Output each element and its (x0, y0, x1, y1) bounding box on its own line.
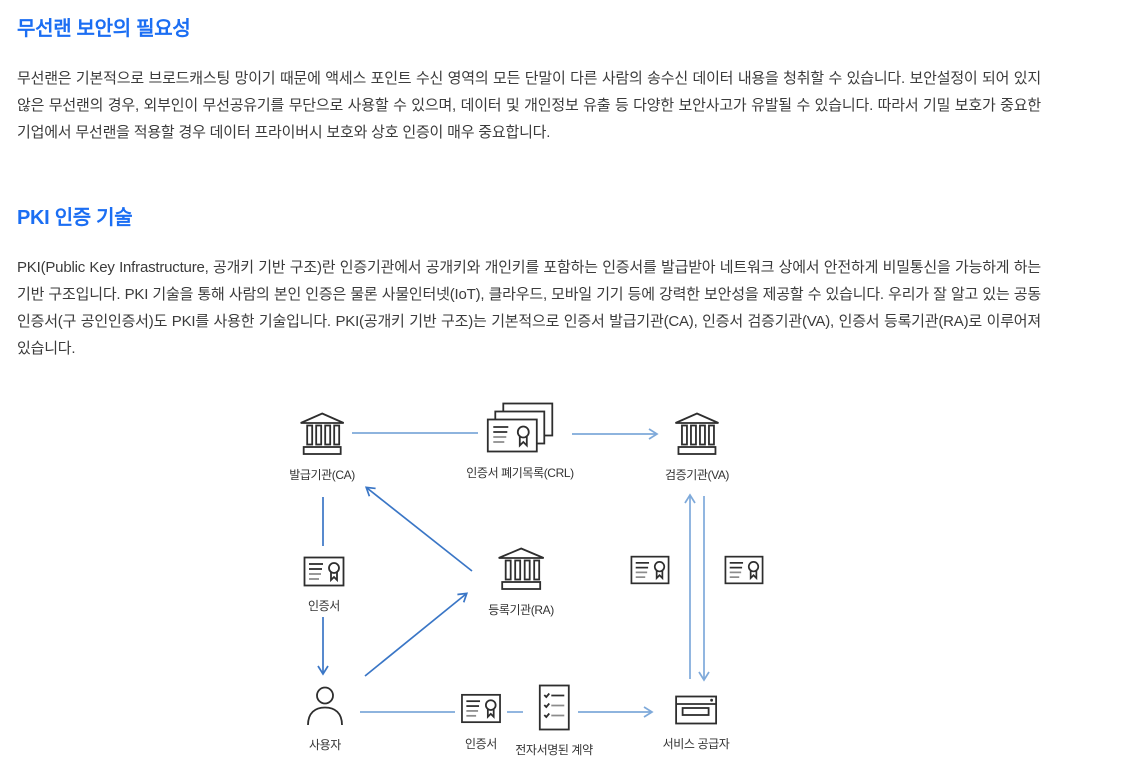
node-label: 사용자 (309, 738, 341, 752)
section-body-pki: PKI(Public Key Infrastructure, 공개키 기반 구조… (17, 259, 1041, 357)
node-label: 인증서 (308, 599, 340, 613)
bank-icon (289, 412, 355, 456)
diagram-node-user: 사용자 (305, 686, 345, 754)
pki-structure-diagram: 발급기관(CA) 인증서 폐기목록(CRL) (270, 399, 780, 784)
diagram-node-va: 검증기관(VA) (665, 412, 729, 484)
node-label: 발급기관(CA) (289, 468, 355, 482)
bank-icon (488, 547, 554, 591)
diagram-node-certificate-mid-left (630, 554, 670, 586)
certificate-icon (303, 556, 345, 587)
diagram-node-certificate-mid-right (724, 554, 764, 586)
bank-icon (665, 412, 729, 456)
diagram-node-ca: 발급기관(CA) (289, 412, 355, 484)
diagram-node-certificate-left: 인증서 (303, 556, 345, 615)
diagram-connectors (317, 428, 710, 718)
certificate-icon (630, 554, 670, 586)
diagram-node-crl: 인증서 폐기목록(CRL) (466, 402, 574, 482)
node-label: 인증서 폐기목록(CRL) (466, 466, 574, 480)
diagram-node-signed-contract: 전자서명된 계약 (515, 684, 593, 759)
node-label: 검증기관(VA) (664, 468, 730, 482)
certificate-icon (461, 692, 502, 725)
section-title-wlan-security: 무선랜 보안의 필요성 (17, 18, 191, 40)
person-icon (305, 686, 345, 726)
service-provider-icon (663, 695, 730, 725)
certificate-icon (724, 554, 764, 586)
certificate-stack-icon (466, 402, 573, 454)
diagram-node-certificate-bottom: 인증서 (461, 692, 502, 753)
diagram-node-ra: 등록기관(RA) (488, 547, 554, 619)
node-label: 서비스 공급자 (662, 737, 730, 751)
node-label: 인증서 (465, 737, 497, 751)
section-title-pki: PKI 인증 기술 (17, 207, 133, 229)
section-body-wlan-security: 무선랜은 기본적으로 브로드캐스팅 망이기 때문에 액세스 포인트 수신 영역의… (17, 70, 1041, 141)
diagram-node-service-provider: 서비스 공급자 (663, 695, 730, 753)
node-label: 전자서명된 계약 (515, 743, 593, 757)
node-label: 등록기관(RA) (488, 603, 554, 617)
signed-contract-icon (515, 684, 592, 731)
